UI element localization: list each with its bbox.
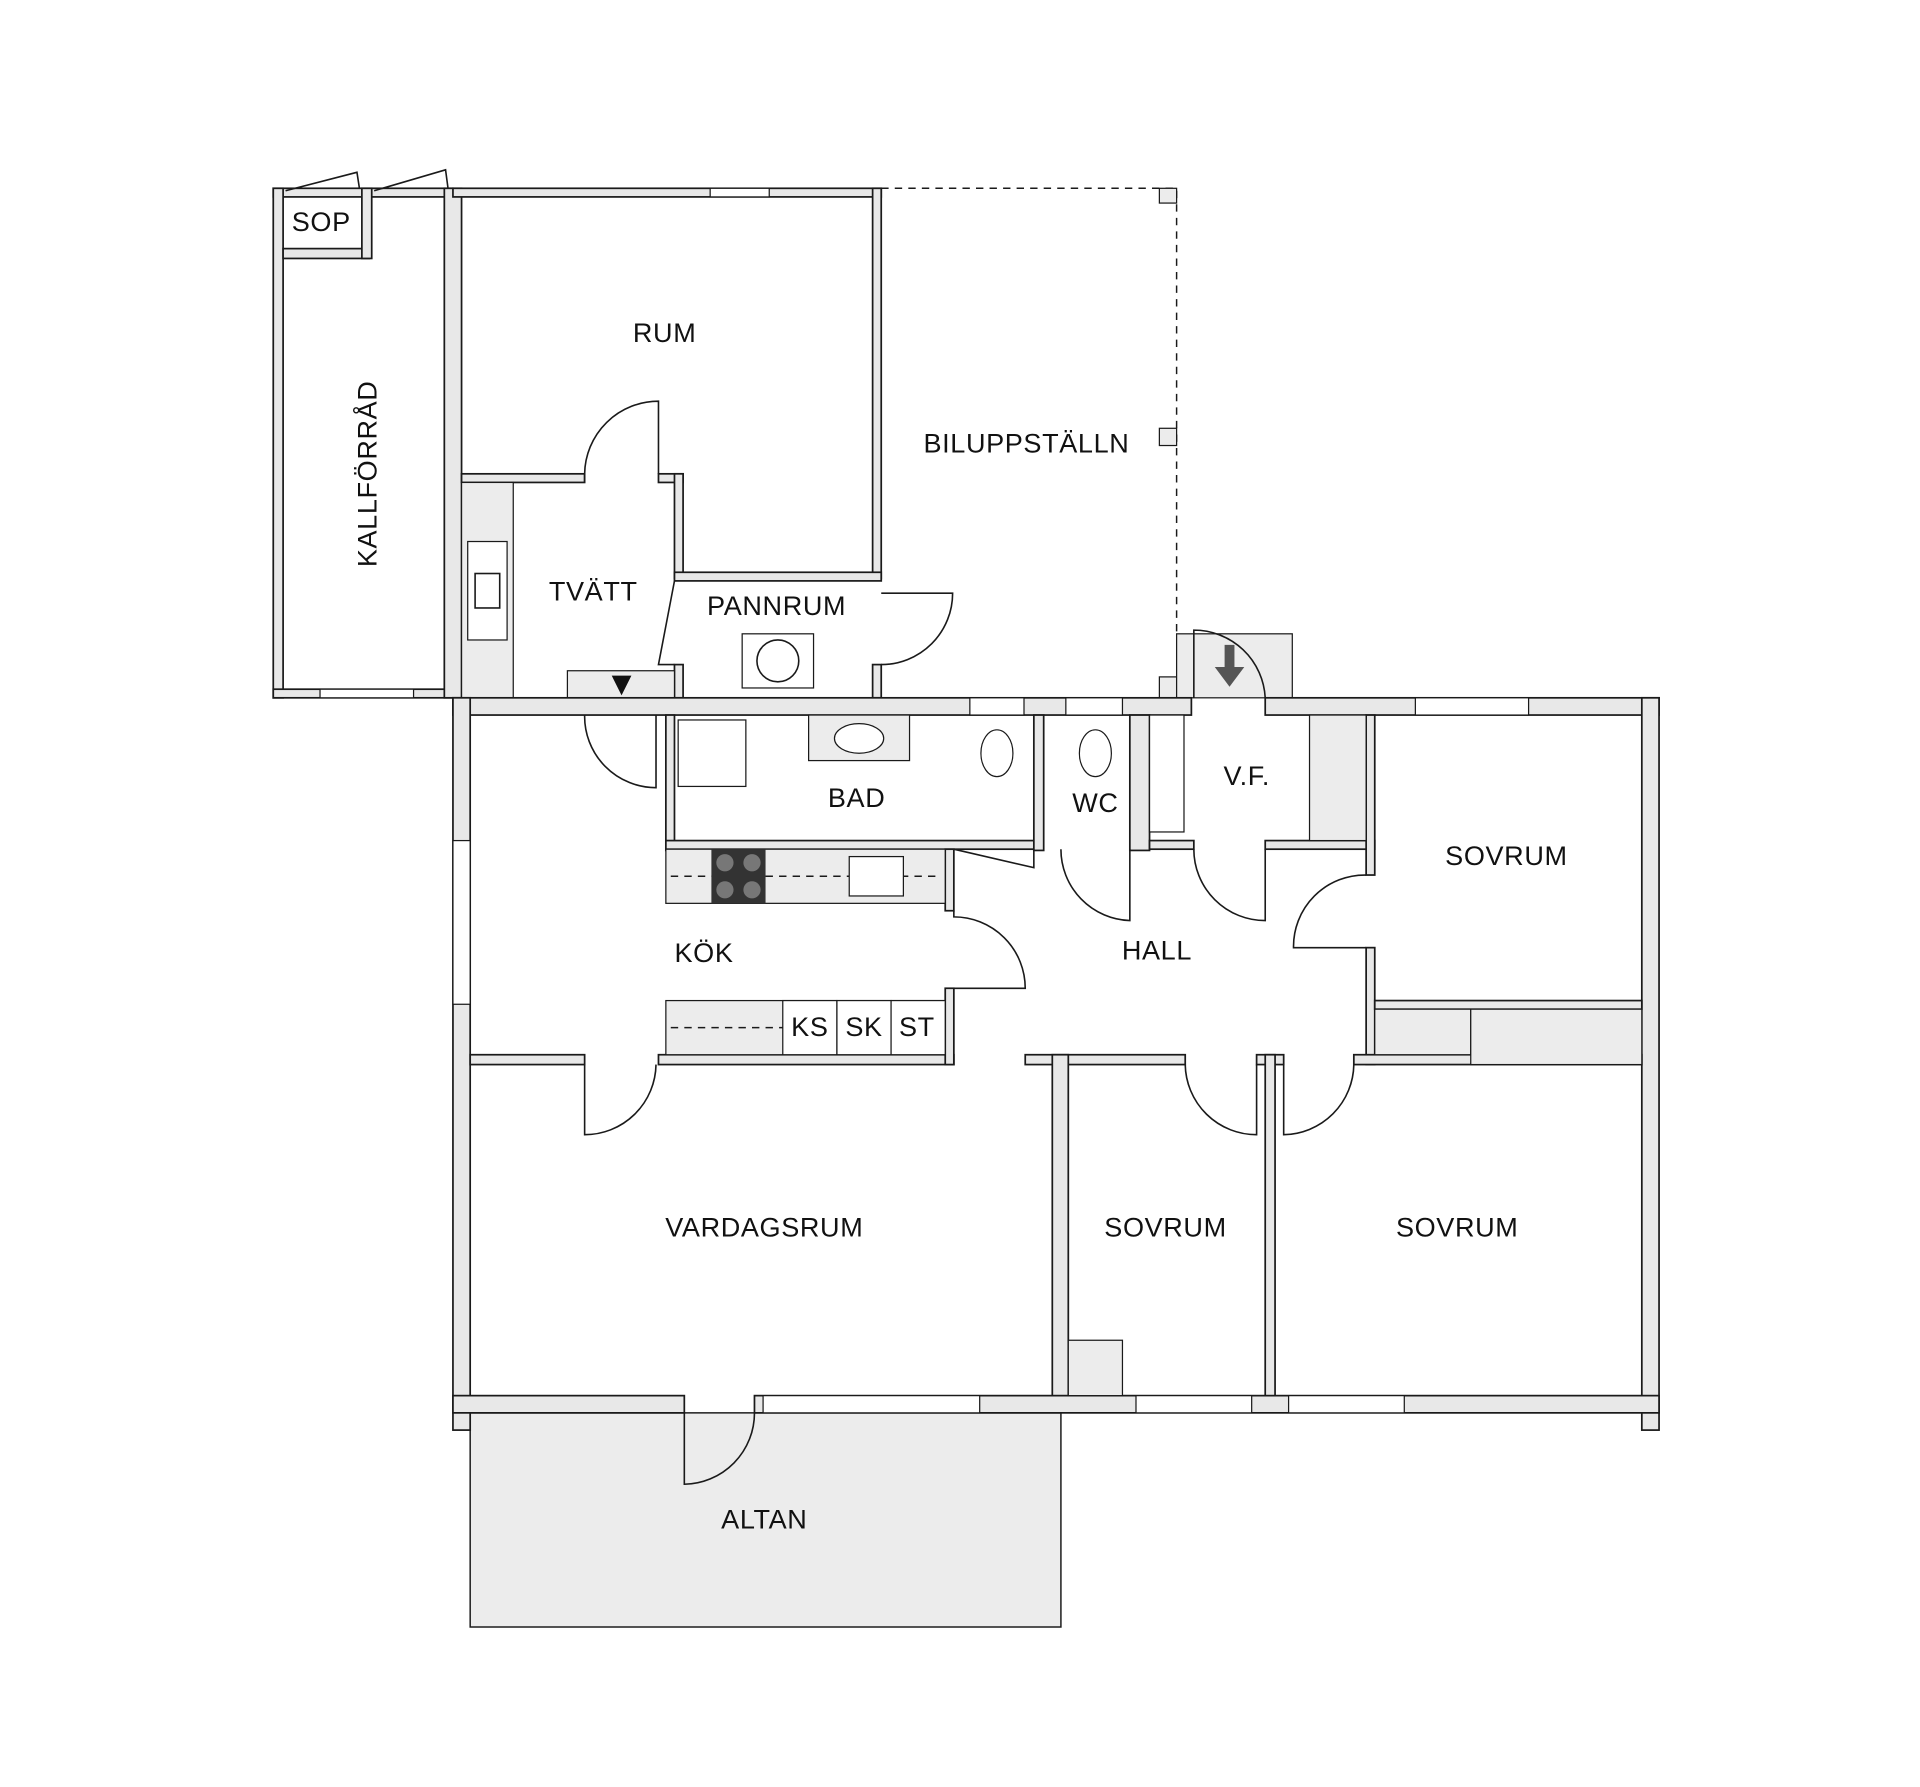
closet-label-st: ST	[899, 1011, 935, 1042]
door	[285, 168, 449, 192]
laundry-sink	[467, 540, 508, 641]
room-label-wc: WC	[1072, 787, 1118, 818]
window	[1287, 1395, 1405, 1414]
wardrobe	[1470, 1008, 1643, 1066]
carport-outline	[881, 187, 1178, 634]
kitchen-sink-icon	[848, 855, 905, 897]
pannrum-wall	[657, 580, 676, 666]
closet-label-sk: SK	[845, 1011, 882, 1042]
room-label-sop: SOP	[292, 206, 351, 237]
door	[583, 715, 657, 789]
room-label-biluppstalln: BILUPPSTÄLLN	[923, 428, 1129, 459]
closet-label-ks: KS	[791, 1011, 828, 1042]
door	[1292, 874, 1367, 949]
door	[583, 1064, 657, 1136]
door	[1060, 849, 1131, 922]
entry-door	[1193, 629, 1267, 698]
window	[319, 688, 415, 699]
wardrobe	[1374, 1008, 1472, 1056]
room-label-rum: RUM	[633, 317, 696, 348]
door	[1282, 1064, 1355, 1136]
room-label-sovrum: SOVRUM	[1396, 1212, 1518, 1243]
room-label-altan: ALTAN	[721, 1503, 807, 1534]
room-label-hall: HALL	[1122, 935, 1192, 966]
room-label-sovrum: SOVRUM	[1445, 840, 1567, 871]
window	[1135, 1395, 1253, 1414]
door	[583, 400, 660, 483]
altan-deck	[469, 1412, 1062, 1628]
down-arrow-icon	[611, 675, 632, 696]
door	[881, 592, 954, 666]
door	[1184, 1064, 1258, 1136]
door	[953, 848, 1035, 869]
washbasin-icon	[833, 723, 885, 754]
shower-icon	[677, 719, 747, 788]
room-label-vardagsrum: VARDAGSRUM	[665, 1212, 863, 1243]
window	[709, 187, 770, 198]
window	[762, 1395, 981, 1414]
entry-arrow-icon	[1214, 644, 1245, 687]
room-label-pannrum: PANNRUM	[707, 590, 846, 621]
door	[1193, 849, 1267, 922]
room-label-kok: KÖK	[675, 937, 734, 968]
door	[953, 910, 1027, 990]
toilet-icon	[1078, 729, 1112, 778]
window	[1414, 697, 1530, 716]
room-label-sovrum: SOVRUM	[1104, 1212, 1226, 1243]
toilet-icon	[980, 729, 1014, 778]
room-label-tvatt: TVÄTT	[549, 575, 638, 606]
room-label-bad: BAD	[828, 782, 886, 813]
wardrobe	[1308, 714, 1367, 842]
wardrobe	[1067, 1339, 1124, 1397]
boiler-tank	[756, 639, 800, 683]
window	[969, 697, 1025, 716]
room-label-vf: V.F.	[1223, 760, 1270, 791]
room-label-kallforrad: KALLFÖRRÅD	[351, 381, 382, 568]
balcony-door	[683, 1412, 756, 1486]
window	[1065, 697, 1124, 716]
boiler	[741, 633, 815, 689]
window	[452, 839, 471, 1005]
